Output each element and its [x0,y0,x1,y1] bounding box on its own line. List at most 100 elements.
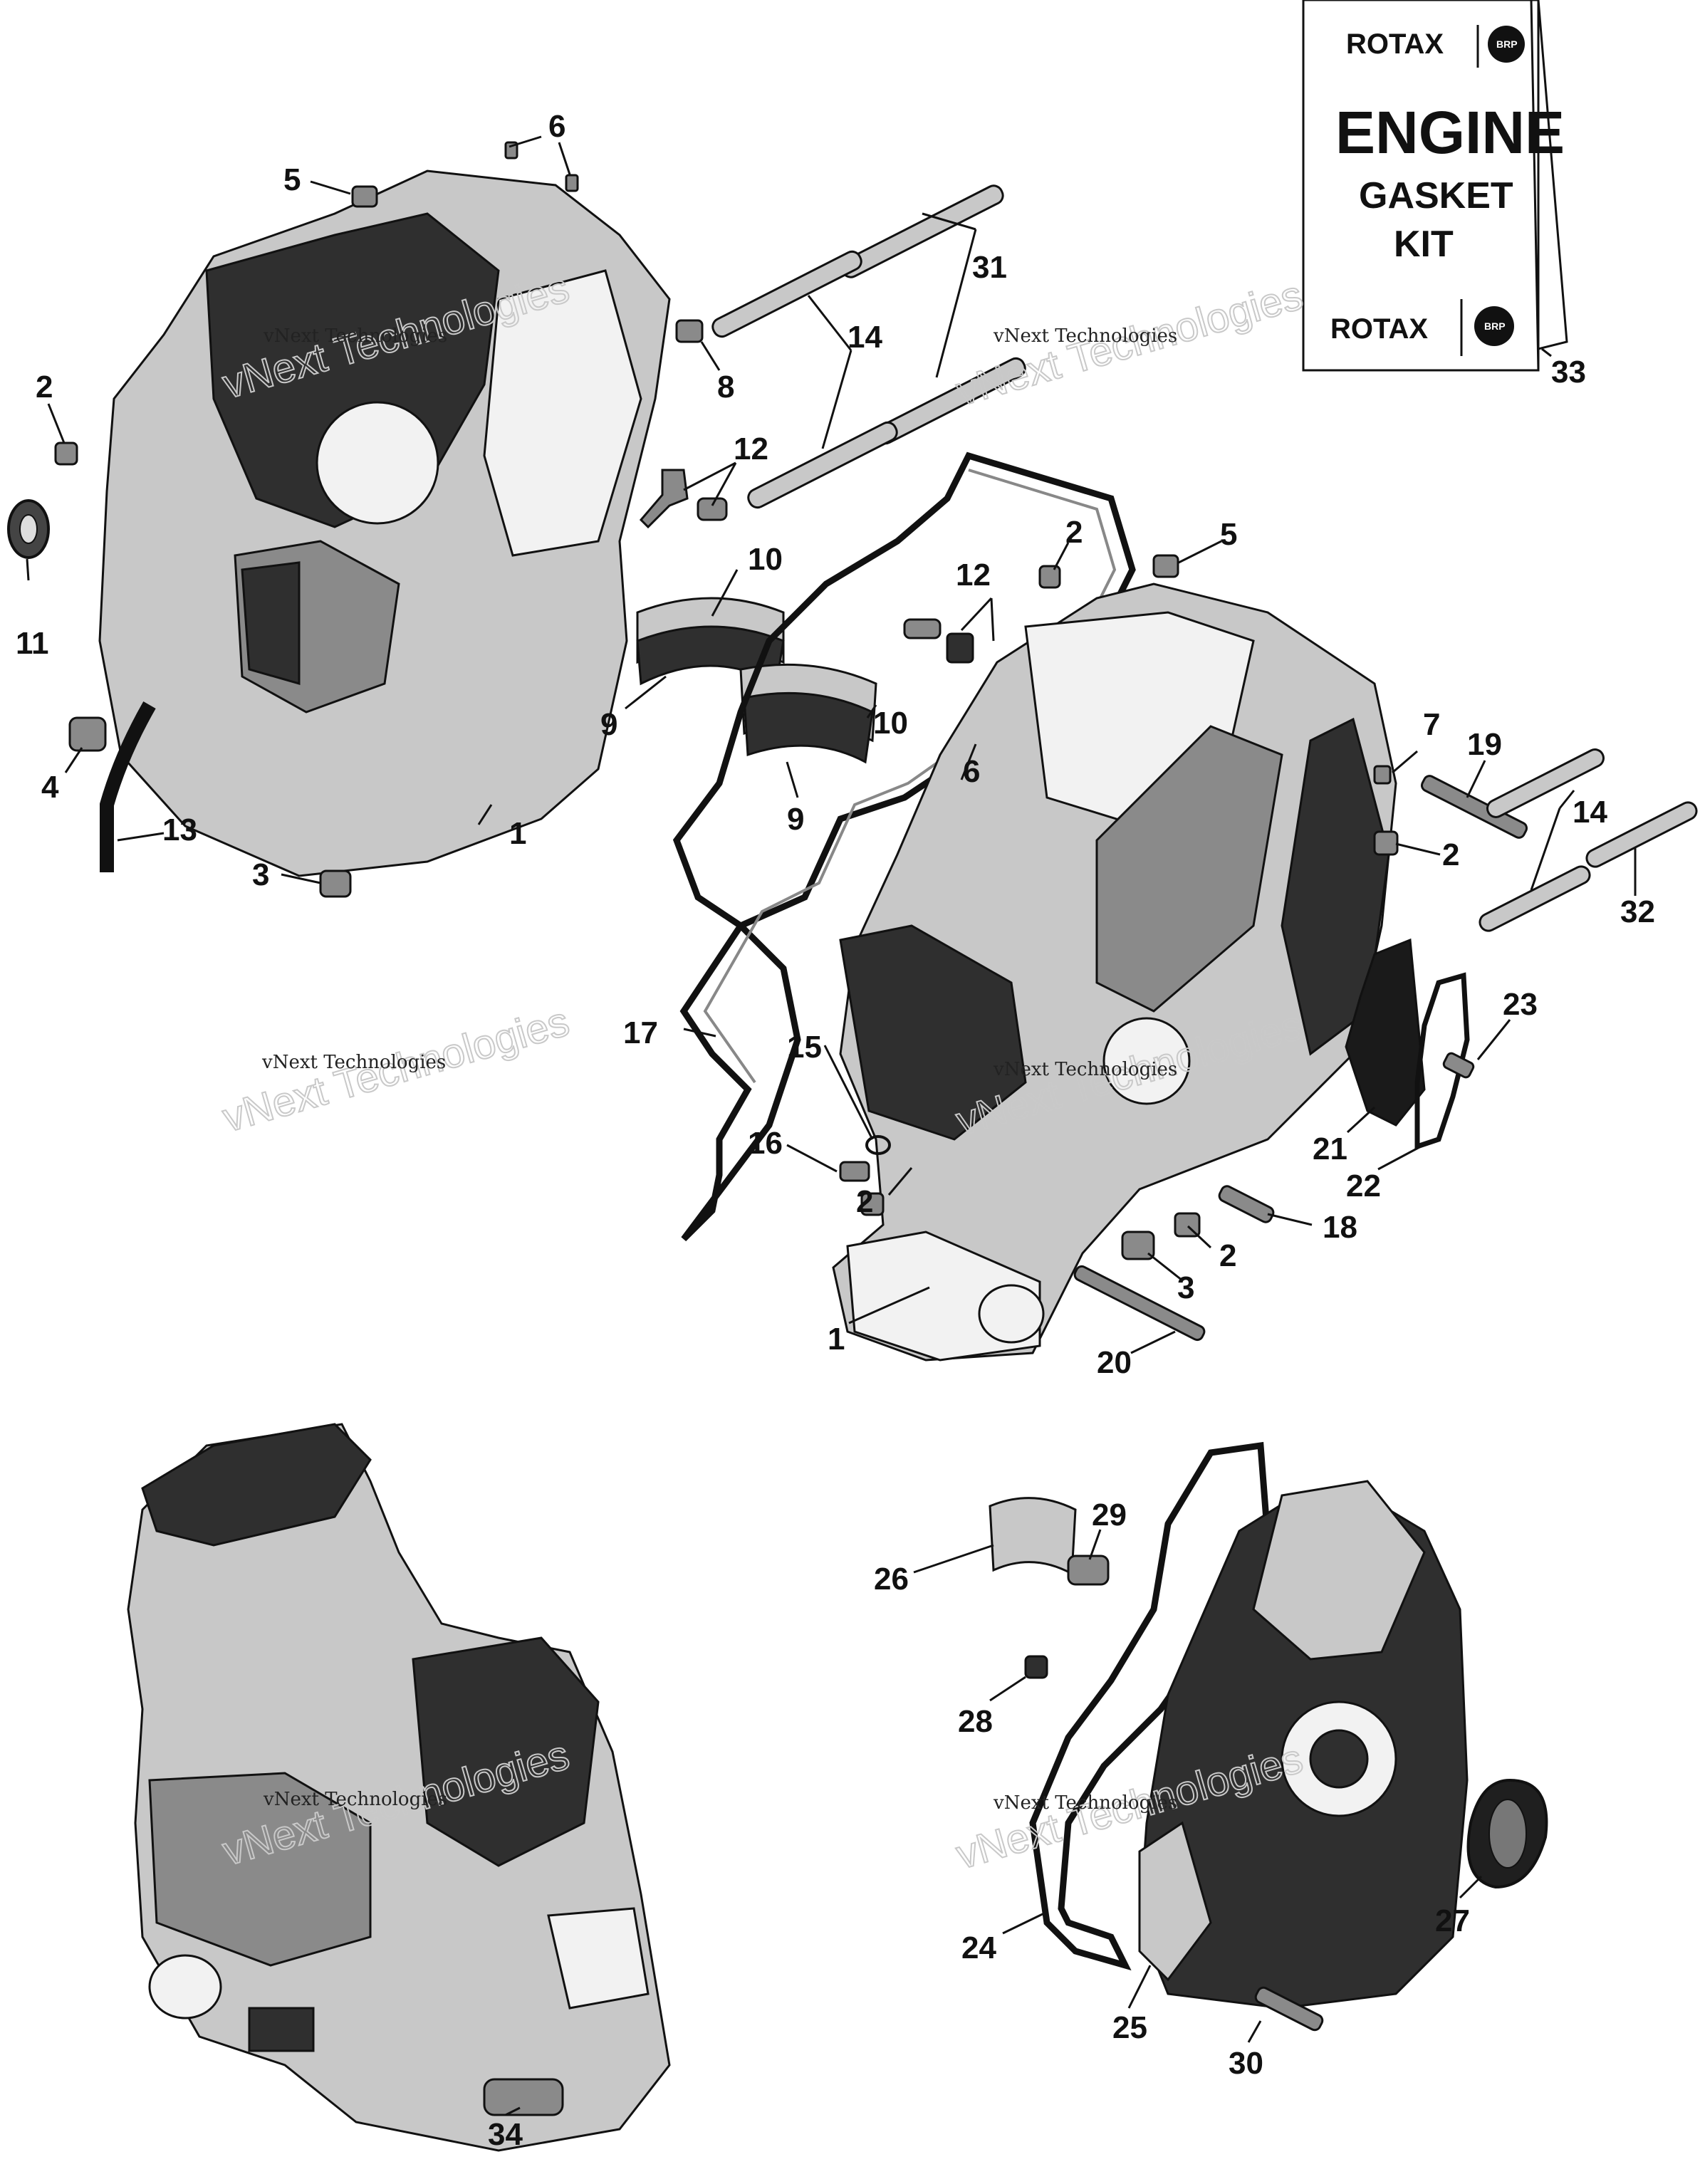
callout-25: 25 [1112,2010,1147,2045]
pin-7 [1373,765,1392,785]
sleeve-5-right [1152,554,1179,578]
bearing-26 [989,1497,1077,1576]
callout-9-center: 9 [787,802,804,837]
callout-9-left: 9 [600,707,617,742]
kit-line3: KIT [1394,224,1454,265]
stud-14-right-lower [1479,865,1591,932]
bearing-half-9-lower [743,691,874,764]
stud-14-mid [747,421,898,509]
dowel-8 [675,319,704,343]
bolt-19 [1420,775,1528,839]
stud-32 [1585,801,1698,868]
callout-labels: 1 1 2 2 2 2 2 3 3 4 5 5 6 6 7 8 9 9 10 1… [16,109,1655,2152]
breather-fitting-12 [639,469,689,529]
bolt-16 [839,1161,870,1182]
callout-3-left: 3 [252,857,269,892]
callout-34: 34 [488,2117,523,2152]
callout-30: 30 [1229,2046,1263,2081]
sleeve-5-left [351,185,378,208]
watermark-2: vNext Technologies vNext Technologies [951,271,1308,416]
callout-8: 8 [717,370,734,404]
callout-20: 20 [1097,1345,1132,1380]
bolt-20 [1073,1265,1206,1342]
callout-18: 18 [1323,1210,1357,1245]
brp-logo-top-text: BRP [1496,38,1518,50]
kit-brand-top: ROTAX [1346,28,1444,60]
callout-29: 29 [1092,1498,1127,1532]
callout-6-top: 6 [548,109,565,144]
oil-seal-11-inner [19,514,38,544]
callout-22: 22 [1346,1169,1381,1203]
gasket-21 [1345,938,1426,1127]
callout-3-right: 3 [1177,1270,1194,1305]
callout-12-center: 12 [956,558,991,592]
assembled-engine-34 [127,1423,671,2152]
stud-14-top [711,250,862,338]
pin-6-b [565,174,579,192]
dowel-2-right [1373,830,1399,856]
svg-text:vNext Technologies: vNext Technologies [993,1792,1177,1814]
callout-31: 31 [972,250,1007,285]
svg-text:vNext Technologies: vNext Technologies [993,325,1177,347]
callout-23: 23 [1503,987,1538,1022]
callout-19: 19 [1467,727,1502,762]
callout-7: 7 [1423,707,1440,742]
pin-6-a [504,141,518,160]
callout-16: 16 [748,1126,783,1161]
callout-2-left: 2 [36,370,53,404]
fitting-29 [1067,1555,1110,1586]
brp-logo-bottom [1474,306,1514,346]
svg-text:vNext Technologies: vNext Technologies [261,1052,446,1073]
callout-28: 28 [958,1704,993,1739]
callout-6-center: 6 [963,754,980,789]
callout-27: 27 [1435,1903,1470,1938]
callout-11: 11 [16,626,49,661]
brp-logo-top [1488,26,1525,63]
callout-1-right: 1 [828,1322,845,1357]
callout-1-left: 1 [509,816,526,851]
callout-24: 24 [961,1930,996,1965]
oil-seal-27-inner [1488,1799,1527,1869]
callout-4: 4 [41,770,59,805]
callout-14-right: 14 [1573,795,1607,830]
dowel-2-right-top [1038,565,1061,589]
oring-15 [865,1135,891,1155]
dowel-2-lower [860,1192,885,1216]
brp-logo-bottom-text: BRP [1484,320,1506,332]
callout-5-right: 5 [1220,517,1237,552]
engine-gasket-kit-box: ROTAX BRP ENGINE GASKET KIT ROTAX BRP [1302,0,1568,372]
sleeve-4 [68,716,107,752]
watermark-3: vNext Technologies vNext Technologies [217,998,575,1142]
kit-brand-bottom: ROTAX [1330,313,1428,345]
callout-26: 26 [874,1562,909,1597]
callout-2-top: 2 [1065,515,1083,550]
plug-3-left [319,869,352,898]
nut-28 [1024,1655,1048,1679]
plug-3-right [1121,1231,1155,1260]
dowel-pin-2 [54,441,78,466]
callout-12-left: 12 [734,432,768,466]
callout-14-top: 14 [848,320,882,355]
bolt-23 [1442,1052,1475,1079]
callout-17: 17 [623,1015,658,1050]
kit-title: ENGINE [1335,99,1565,166]
bolt-30 [1254,1986,1324,2032]
callout-21: 21 [1313,1132,1347,1166]
callout-10-center: 10 [873,706,908,741]
side-cover-25 [1138,1480,1469,2010]
bolt-12 [697,497,728,521]
svg-text:vNext Technologies: vNext Technologies [263,1789,447,1810]
callout-2-right: 2 [1442,837,1459,872]
oil-hose-13 [100,701,156,872]
sleeve-12-right [946,632,974,664]
svg-text:vNext Technologies: vNext Technologies [993,1059,1177,1080]
callout-33: 33 [1551,355,1586,390]
callout-15: 15 [787,1030,822,1065]
cover-22 [1414,972,1470,1150]
stud-14-right [1486,748,1605,818]
kit-line2: GASKET [1359,175,1513,216]
bolt-18 [1218,1185,1275,1223]
leader-lines [26,135,1637,2116]
crankcase-left-half [98,169,671,877]
